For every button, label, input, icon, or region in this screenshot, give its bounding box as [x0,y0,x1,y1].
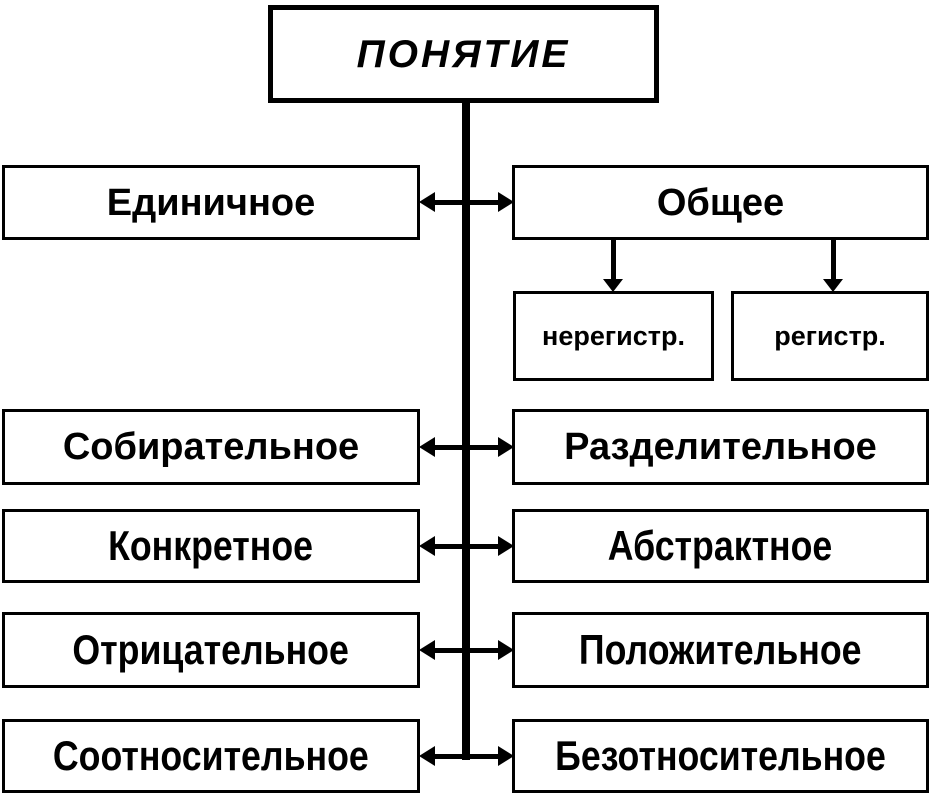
box-correlative-label: Соотносительное [53,732,369,779]
double-arrow-icon-row4 [419,639,514,661]
arrowhead-left-icon [419,437,435,457]
arrowhead-right-icon [498,746,514,766]
arrow-shaft [435,753,498,759]
arrowhead-right-icon [498,437,514,457]
box-divisive: Разделительное [512,409,929,485]
double-arrow-icon-row1 [419,191,514,213]
box-abstract-label: Абстрактное [608,522,833,569]
box-concrete-label: Конкретное [108,522,314,569]
arrowhead-left-icon [419,536,435,556]
box-nonrelative: Безотносительное [512,719,929,793]
box-registering: регистр. [731,291,929,381]
box-correlative: Соотносительное [2,719,420,793]
box-singular-label: Единичное [106,181,316,224]
box-concrete: Конкретное [2,509,420,583]
box-positive-label: Положительное [579,626,862,673]
arrowhead-right-icon [498,192,514,212]
box-divisive-label: Разделительное [564,426,877,468]
trunk-line [462,100,470,760]
box-singular: Единичное [2,165,420,240]
box-nonrelative-label: Безотносительное [555,732,886,779]
arrowhead-right-icon [498,640,514,660]
root-label: ПОНЯТИЕ [356,32,571,76]
box-collective: Собирательное [2,409,420,485]
box-general-label: Общее [656,181,785,224]
double-arrow-icon-row5 [419,745,514,767]
arrow-shaft [435,543,498,549]
arrowhead-left-icon [419,746,435,766]
arrow-shaft [435,199,498,205]
arrow-shaft [435,444,498,450]
arrowhead-right-icon [498,536,514,556]
box-registering-label: регистр. [774,320,886,351]
arrow-stem [610,240,616,279]
arrowhead-left-icon [419,640,435,660]
arrowhead-left-icon [419,192,435,212]
arrow-stem [830,240,836,279]
box-positive: Положительное [512,612,929,688]
down-arrow-icon-registering [823,240,843,292]
box-nonregistering: нерегистр. [513,291,714,381]
arrow-shaft [435,647,498,653]
arrowhead-down-icon [603,279,623,292]
box-collective-label: Собирательное [62,426,360,468]
double-arrow-icon-row2 [419,436,514,458]
box-negative-label: Отрицательное [72,626,350,673]
root-box-concept: ПОНЯТИЕ [268,5,659,103]
box-abstract: Абстрактное [512,509,929,583]
box-negative: Отрицательное [2,612,420,688]
box-general: Общее [512,165,929,240]
double-arrow-icon-row3 [419,535,514,557]
arrowhead-down-icon [823,279,843,292]
box-nonregistering-label: нерегистр. [542,320,685,351]
down-arrow-icon-nonregistering [603,240,623,292]
